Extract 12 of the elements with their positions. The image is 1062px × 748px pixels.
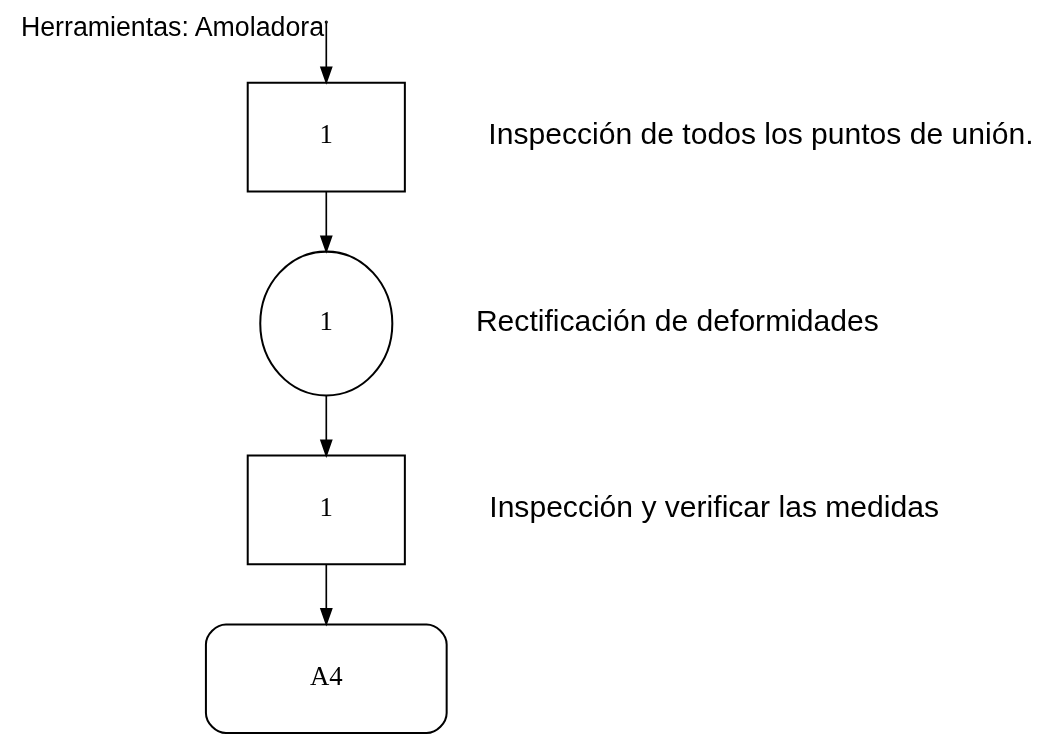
node-box: 1: [246, 81, 406, 193]
node-label: Inspección de todos los puntos de unión.: [487, 117, 1034, 151]
arrow: [319, 394, 333, 458]
arrow: [319, 21, 333, 85]
node-circle: 1: [258, 250, 393, 397]
arrow: [319, 190, 333, 254]
arrow: [319, 563, 333, 627]
edge-label: Herramientas: Amoladora: [20, 12, 324, 43]
node-box: A4: [204, 623, 448, 735]
node-box: 1: [246, 454, 406, 566]
node-label: Inspección y verificar las medidas: [488, 490, 939, 524]
node-label: Rectificación de deformidades: [475, 303, 879, 337]
